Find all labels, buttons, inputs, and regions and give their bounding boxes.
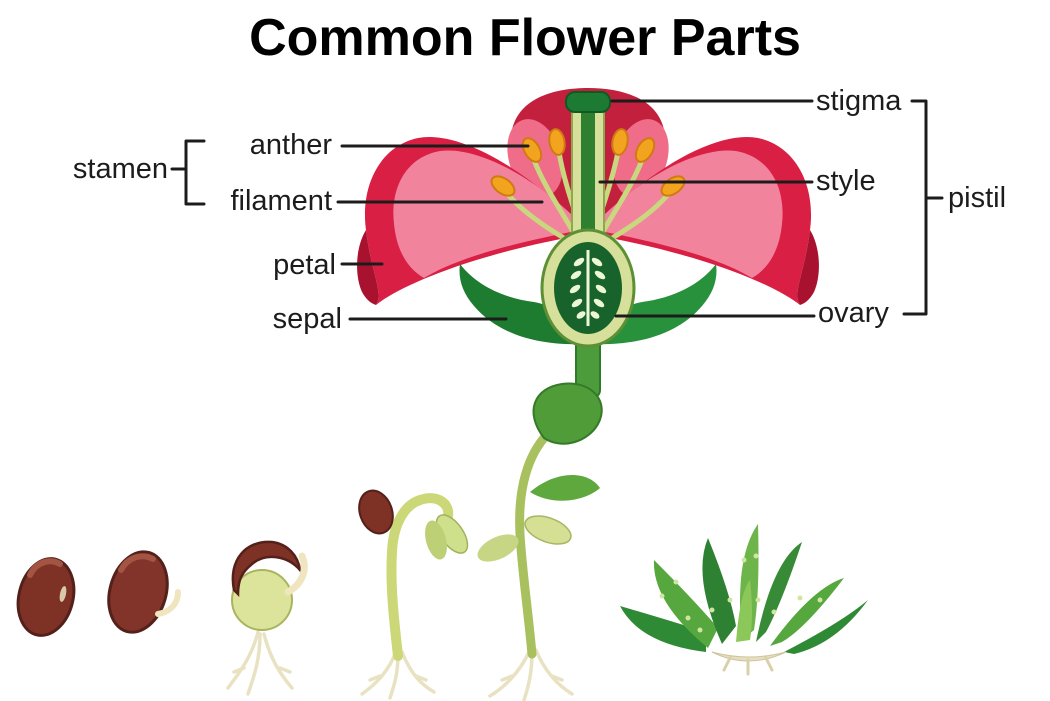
label-filament: filament: [230, 185, 332, 217]
label-petal: petal: [273, 249, 336, 281]
page-title: Common Flower Parts: [249, 9, 801, 67]
label-stigma: stigma: [816, 85, 902, 117]
leader-lines: [170, 99, 944, 321]
label-anther: anther: [249, 129, 332, 161]
seed-with-radicle-icon: [107, 550, 181, 634]
label-pistil: pistil: [948, 182, 1007, 214]
ovary-section: [540, 228, 636, 348]
label-sepal: sepal: [272, 303, 342, 335]
young-seedling-icon: [477, 382, 603, 701]
pistil-bracket: [902, 99, 944, 316]
petal-left: [357, 136, 588, 305]
pistil-column: [565, 91, 611, 245]
germinating-seed-icon: [226, 540, 308, 696]
hooked-seedling-icon: [358, 489, 469, 700]
anthers: [490, 128, 686, 197]
label-stamen: stamen: [72, 153, 168, 185]
germination-sequence-illustration: [16, 382, 868, 701]
mature-plant-icon: [620, 524, 868, 676]
flower-cross-section-illustration: [357, 88, 819, 400]
seed-icon: [16, 557, 76, 637]
label-style: style: [816, 165, 876, 197]
stamen-bracket: [170, 139, 206, 206]
label-ovary: ovary: [818, 297, 889, 329]
stigma-cap: [565, 91, 611, 113]
